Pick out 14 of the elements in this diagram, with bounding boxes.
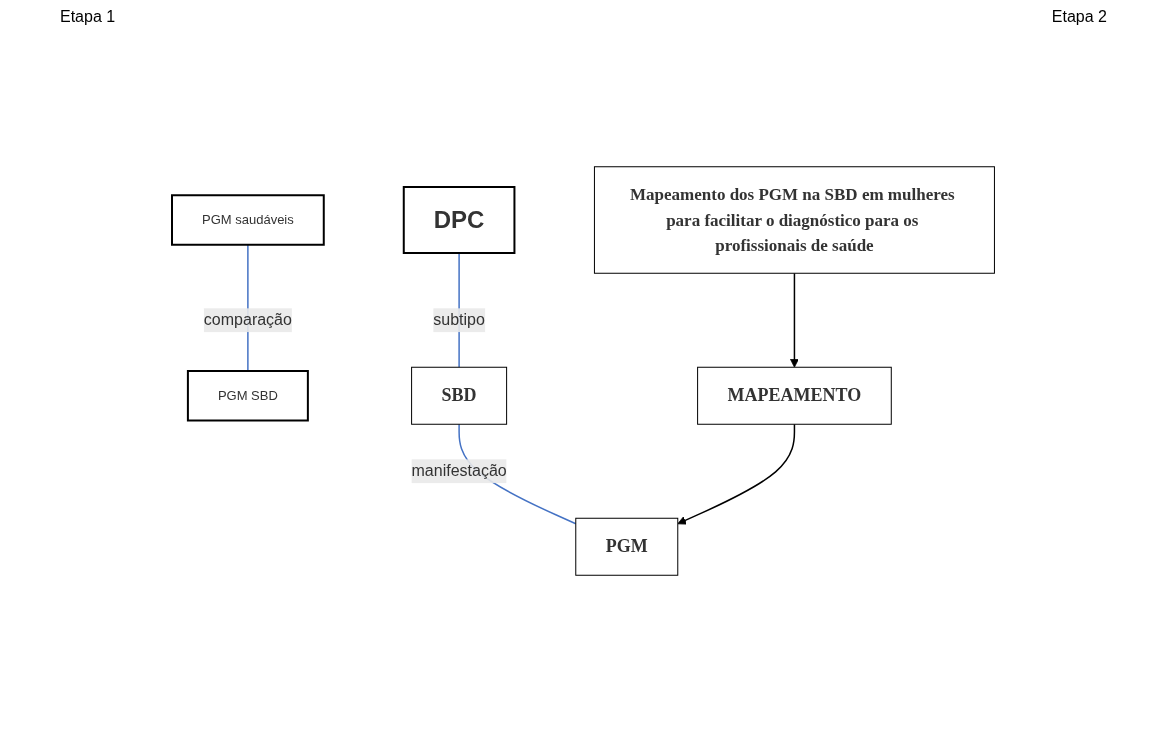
edge-label: manifestação [411,462,507,480]
node-box: PGM [575,517,679,576]
stage-label: Etapa 2 [1051,8,1107,26]
node-box: PGM saudáveis [171,194,326,246]
node-box: Mapeamento dos PGM na SBD em mulheres para facilitar o diagnóstico para os profissionais de saúde [594,166,996,274]
arrow [790,272,800,368]
edge-label: subtipo [433,311,486,329]
edge-label: comparação [204,311,293,329]
node-box: DPC [403,186,516,254]
node-box: PGM SBD [187,370,310,422]
arrow [677,423,796,525]
node-box: MAPEAMENTO [697,366,893,425]
node-box: SBD [411,366,508,425]
stage-label: Etapa 1 [60,8,116,26]
